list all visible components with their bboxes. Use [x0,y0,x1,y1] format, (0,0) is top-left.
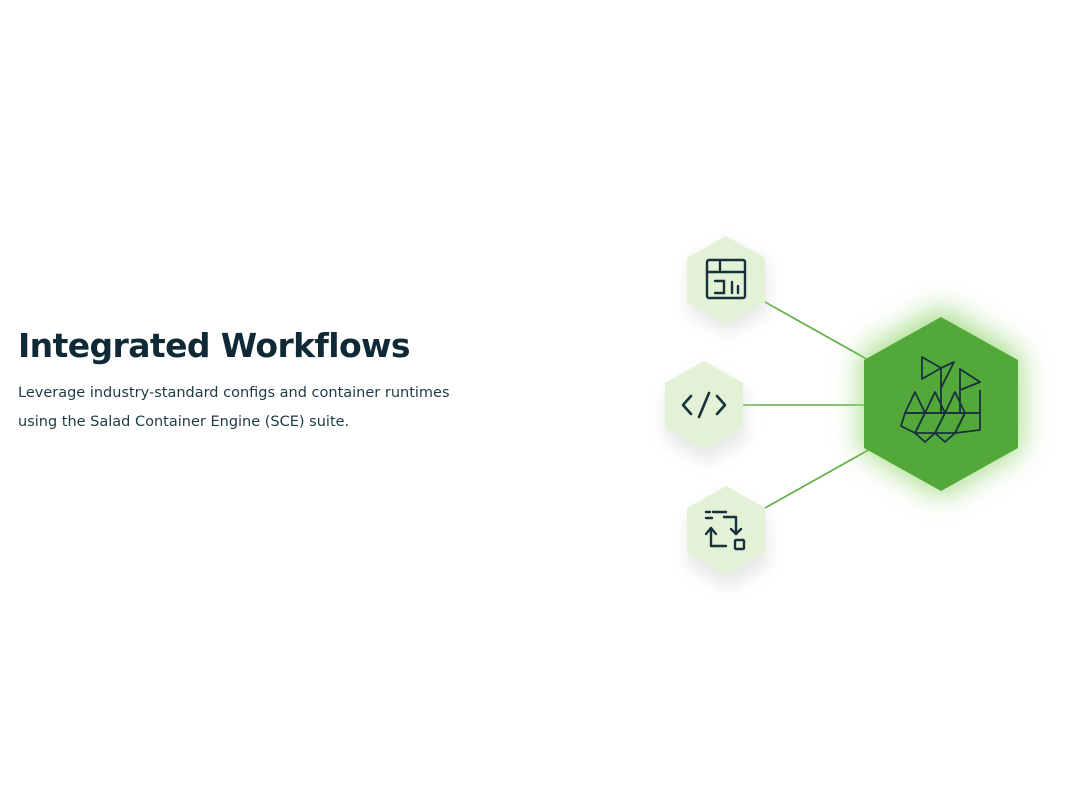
connector-top [764,301,873,363]
description-line-1: Leverage industry-standard configs and c… [18,385,450,401]
connector-lines [742,301,873,509]
workflow-diagram [560,220,1080,600]
code-brackets-icon [681,391,727,419]
feature-text: Integrated Workflows Leverage industry-s… [18,326,538,437]
center-engine-node [864,317,1018,491]
satellite-transfer [687,486,765,574]
satellite-code [665,361,743,449]
transfer-arrows-icon [704,510,746,551]
description-line-2: using the Salad Container Engine (SCE) s… [18,414,350,430]
section-title: Integrated Workflows [18,326,411,365]
salad-container-engine-icon [900,356,981,443]
connector-bottom [764,447,873,509]
section-description: Leverage industry-standard configs and c… [18,379,488,437]
dashboard-chart-icon [705,258,747,300]
satellite-dashboard [687,236,765,324]
